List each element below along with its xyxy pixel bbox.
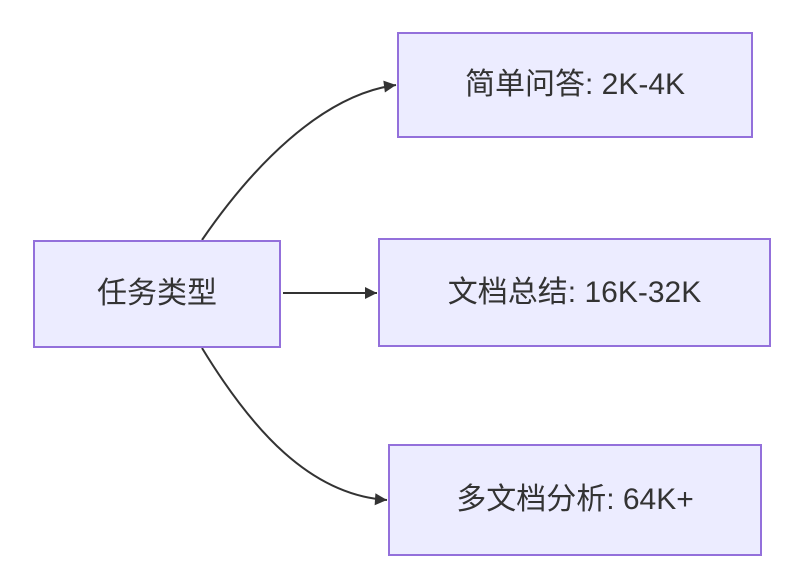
node-task-type-label: 任务类型 bbox=[97, 277, 217, 310]
edge-task-type-to-simple-qa bbox=[201, 80, 397, 241]
node-doc-summary-label: 文档总结: 16K-32K bbox=[447, 275, 702, 309]
node-simple-qa: 简单问答: 2K-4K bbox=[397, 32, 753, 138]
node-multi-doc: 多文档分析: 64K+ bbox=[388, 444, 762, 556]
node-doc-summary: 文档总结: 16K-32K bbox=[378, 238, 771, 347]
node-simple-qa-label: 简单问答: 2K-4K bbox=[464, 68, 686, 101]
edge-task-type-to-multi-doc bbox=[201, 347, 388, 506]
node-task-type: 任务类型 bbox=[33, 240, 281, 348]
node-multi-doc-label: 多文档分析: 64K+ bbox=[456, 483, 694, 516]
